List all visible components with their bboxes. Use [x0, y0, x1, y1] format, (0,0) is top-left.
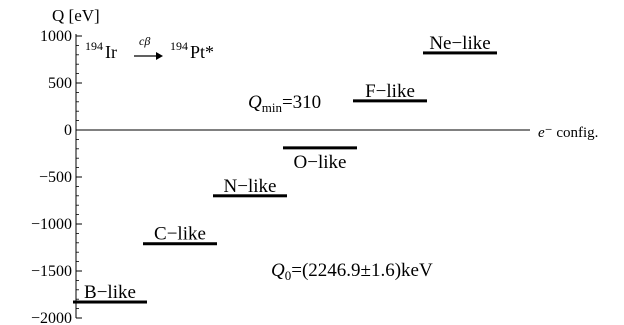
y-tick-label: −1500: [31, 263, 72, 280]
qmin-value: =310: [282, 92, 321, 113]
level-bar: [283, 146, 357, 150]
level-bar: [143, 242, 217, 246]
level-bar: [213, 194, 287, 198]
level-bar: [73, 300, 147, 304]
q0-symbol: Q: [271, 260, 285, 281]
decay-arrow-label: cβ: [139, 34, 150, 48]
x-axis-label-rest: ⁻ config.: [545, 125, 599, 141]
y-tick-label: −500: [39, 169, 72, 186]
y-tick-label: −1000: [31, 216, 72, 233]
decay-rhs-element: Pt*: [190, 42, 214, 62]
decay-arrowhead-icon: [156, 52, 163, 60]
qmin-subscript: min: [262, 100, 283, 115]
q0-annotation: Q0=(2246.9±1.6)keV: [271, 260, 433, 283]
levels: B−like C−like N−like O−like F−like Ne−like: [73, 33, 497, 304]
level-label: N−like: [224, 176, 277, 197]
level-bar: [423, 51, 497, 55]
qmin-symbol: Q: [248, 92, 262, 113]
level-label: Ne−like: [429, 33, 490, 54]
y-axis-label: Q [eV]: [52, 6, 100, 25]
y-tick-label: 1000: [40, 28, 72, 45]
q0-subscript: 0: [285, 268, 292, 283]
decay-annotation: 194 Ir cβ 194 Pt*: [85, 34, 214, 62]
y-ticks: 1000 500 0 −500 −1000 −1500 −2000: [31, 28, 82, 325]
y-tick-label: 0: [64, 122, 72, 139]
x-axis-label: e⁻ config.: [538, 125, 598, 141]
y-tick-label: −2000: [31, 310, 72, 325]
level-label: B−like: [84, 282, 136, 303]
level-label: O−like: [294, 152, 347, 173]
level-bar: [353, 99, 427, 103]
level-label: C−like: [154, 224, 206, 245]
level-label: F−like: [365, 81, 415, 102]
decay-rhs-mass: 194: [170, 39, 188, 53]
decay-lhs-element: Ir: [105, 42, 117, 62]
qmin-annotation: Qmin=310: [248, 92, 321, 115]
q0-value: =(2246.9±1.6)keV: [291, 260, 433, 281]
decay-lhs-mass: 194: [85, 39, 103, 53]
y-tick-label: 500: [48, 75, 72, 92]
